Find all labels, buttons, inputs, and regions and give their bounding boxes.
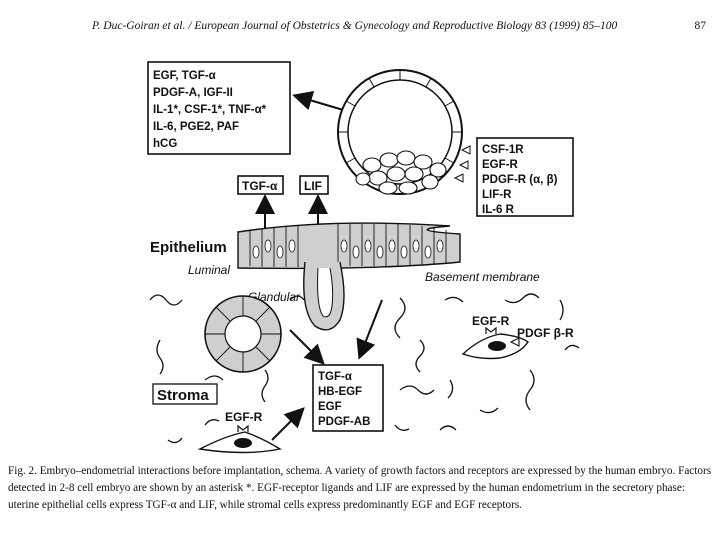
basement-membrane-label: Basement membrane (425, 270, 540, 284)
luminal-label: Luminal (188, 263, 230, 277)
embryo-receptor: LIF-R (482, 189, 512, 201)
gland-to-stroma-arrow (289, 329, 325, 365)
embryo-factor: IL-6, PGE2, PAF (153, 121, 239, 133)
epithelium-layer (237, 222, 461, 270)
gland-lumen (317, 267, 334, 318)
embryo-receptor: EGF-R (482, 159, 518, 171)
running-head: P. Duc-Goiran et al. / European Journal … (92, 20, 618, 32)
stroma-label: Stroma (157, 387, 209, 404)
page-number: 87 (694, 20, 707, 32)
stromal-factor: EGF (318, 401, 342, 413)
embryo-receptors-box: CSF-1R EGF-R PDGF-R (α, β) LIF-R IL-6 R (476, 137, 574, 217)
figure-caption: Fig. 2. Embryo–endometrial interactions … (8, 465, 712, 511)
embryo-factor: PDGF-A, IGF-II (153, 87, 233, 99)
pdgf-beta-r-label: PDGF β-R (517, 326, 574, 340)
gland-cross-section (204, 295, 282, 373)
embryo-receptor: CSF-1R (482, 144, 524, 156)
epithelium-label: Epithelium (150, 239, 227, 256)
stromal-factors-box: TGF-α HB-EGF EGF PDGF-AB (312, 364, 384, 432)
receptor-icon (237, 424, 249, 432)
blastocyst-embryo (337, 69, 471, 195)
embryo-factor: EGF, TGF-α (153, 70, 216, 82)
embryo-factors-box: EGF, TGF-α PDGF-A, IGF-II IL-1*, CSF-1*,… (147, 61, 291, 155)
stroma-box (152, 383, 218, 405)
embryo-receptor: PDGF-R (α, β) (482, 174, 558, 186)
egfr-left-label: EGF-R (225, 410, 263, 424)
embryo-factor: hCG (153, 138, 177, 150)
embryo-factor: IL-1*, CSF-1*, TNF-α* (153, 104, 267, 116)
stromal-fibres (149, 293, 580, 444)
receptor-icon (509, 337, 520, 347)
embryo-receptor: IL-6 R (482, 204, 515, 216)
lif-label: LIF (304, 179, 322, 193)
epithelium-to-stroma-arrow (356, 299, 383, 360)
stromal-cell-right-nucleus (488, 341, 506, 351)
receptor-icon (485, 326, 497, 334)
stromal-cell-left-nucleus (234, 438, 252, 448)
tgf-alpha-label: TGF-α (242, 179, 278, 193)
stroma-cell-arrow (271, 407, 305, 441)
stromal-factor: PDGF-AB (318, 416, 370, 428)
stromal-factor: TGF-α (318, 371, 352, 383)
stromal-factor: HB-EGF (318, 386, 362, 398)
egfr-right-label: EGF-R (472, 314, 510, 328)
embryo-secretion-arrow (292, 90, 351, 113)
